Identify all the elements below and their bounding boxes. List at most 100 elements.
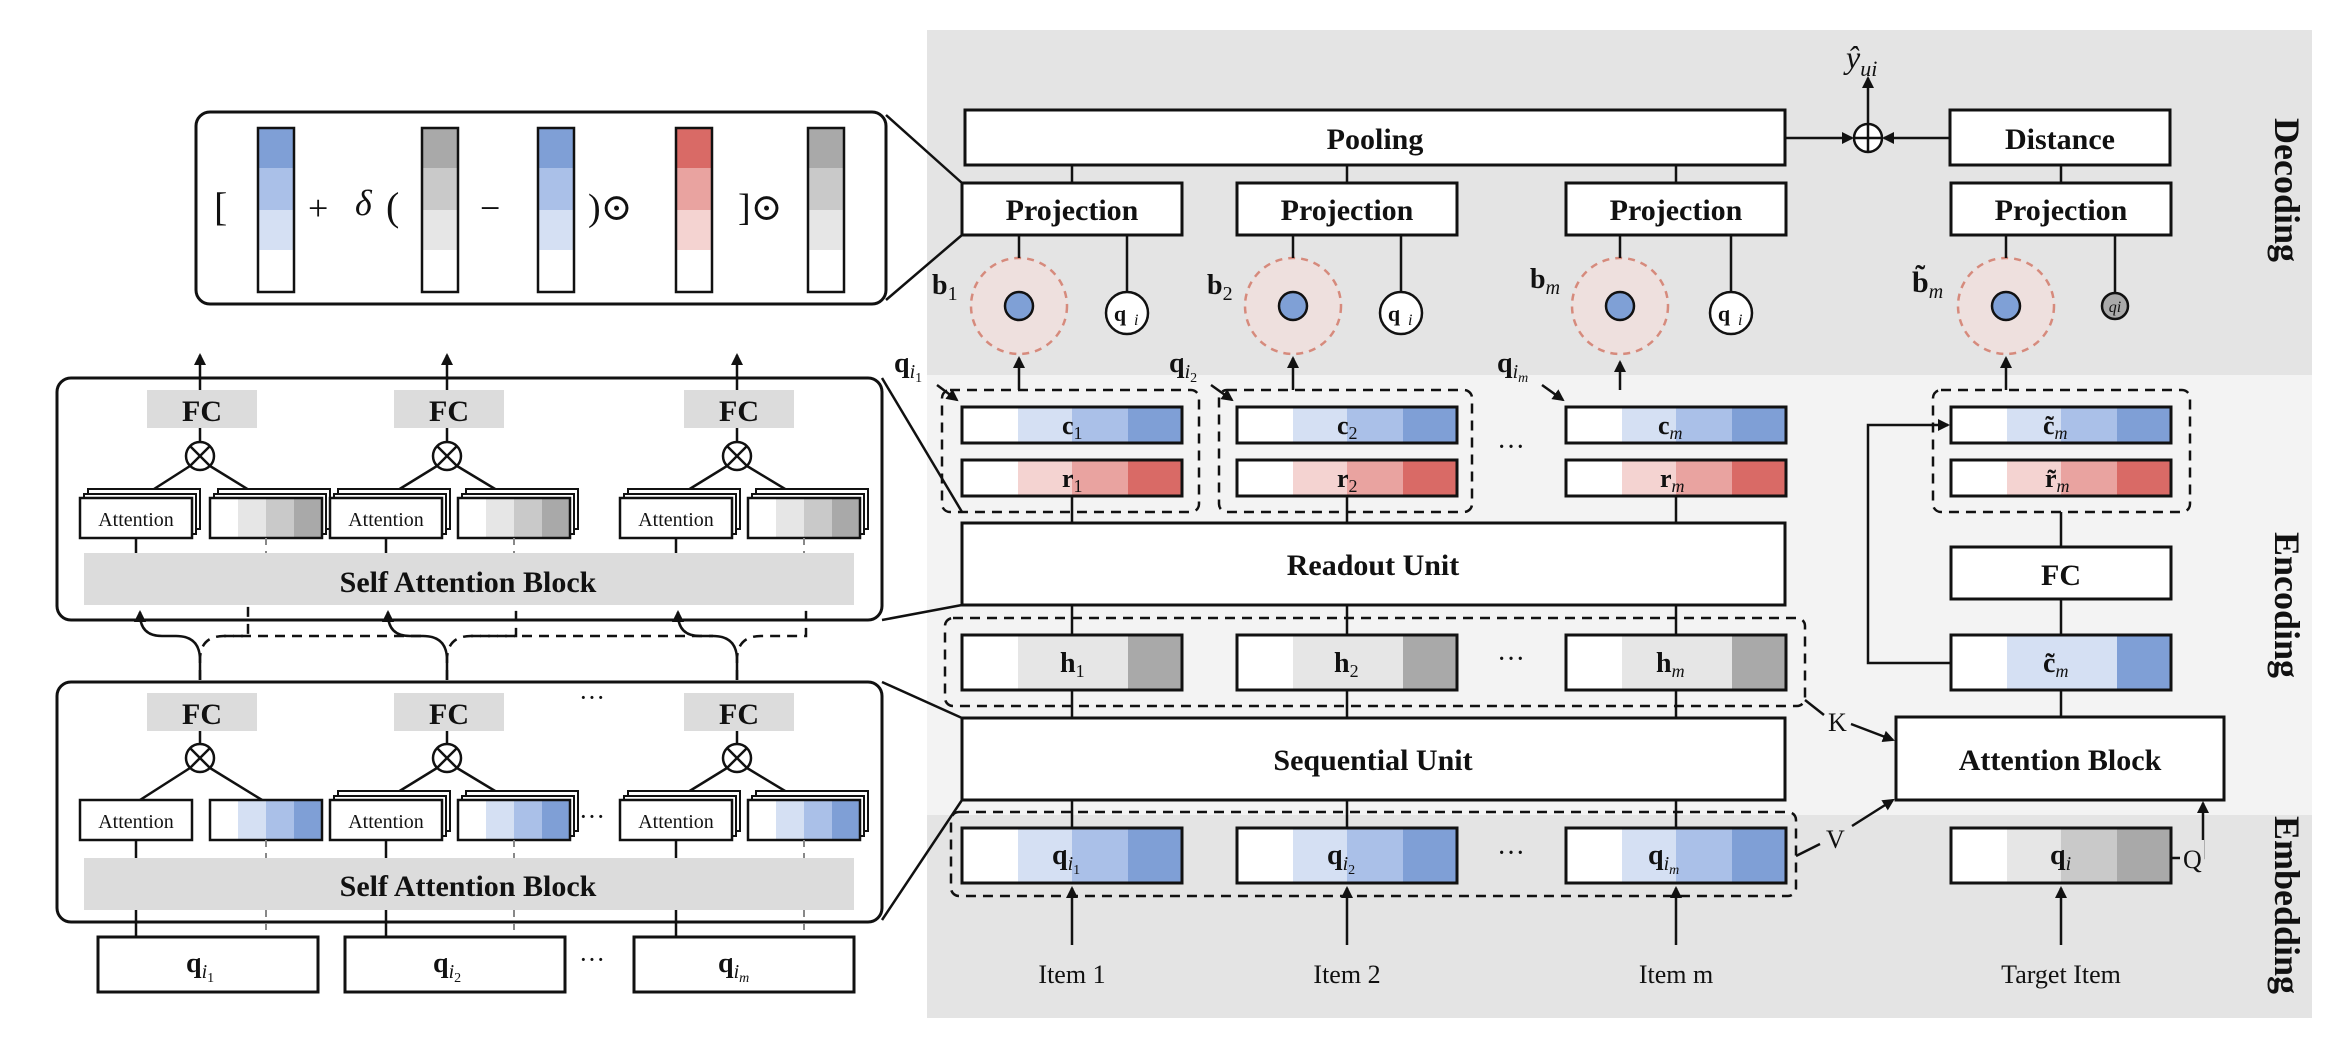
k-label: K xyxy=(1828,708,1847,737)
svg-text:r2: r2 xyxy=(1337,464,1358,496)
self-attention-block-lower xyxy=(84,858,854,910)
projection-1: Projection xyxy=(960,181,1184,237)
svg-text:FC: FC xyxy=(719,698,759,731)
qi-node-m: q i xyxy=(1708,235,1754,336)
qi2-arrow-label: qi2 xyxy=(1169,348,1197,386)
c-vector-m: cm xyxy=(1564,405,1788,445)
c-vector-target: c̃m xyxy=(1949,405,2173,445)
svg-text:r1: r1 xyxy=(1062,464,1083,496)
b2-node xyxy=(1243,256,1343,356)
svg-text:r̃m: r̃m xyxy=(2045,464,2070,496)
formula-close-paren-odot: )⊙ xyxy=(588,187,633,229)
svg-text:Attention: Attention xyxy=(638,811,714,833)
projection-target: Projection xyxy=(1949,181,2173,237)
svg-text:i: i xyxy=(1408,312,1412,329)
upper-column-m: FC Attention xyxy=(618,353,869,553)
svg-text:Projection: Projection xyxy=(1610,194,1743,227)
svg-text:h1: h1 xyxy=(1060,648,1085,681)
upper-column-2: FC Attention xyxy=(328,353,579,553)
svg-text:i: i xyxy=(1134,312,1138,329)
svg-text:qim: qim xyxy=(718,948,749,986)
cr-group-2 xyxy=(1217,388,1474,514)
svg-text:qi: qi xyxy=(2050,840,2071,875)
item-1-label: Item 1 xyxy=(1038,960,1105,989)
cr-group-1 xyxy=(940,388,1201,514)
cm-tilde-attention-vector: c̃m xyxy=(1949,633,2173,692)
fc-target-label: FC xyxy=(2041,559,2081,592)
lower-ellipsis-top: ··· xyxy=(579,683,605,712)
bm-label: bm xyxy=(1530,264,1560,299)
svg-text:FC: FC xyxy=(429,698,469,731)
svg-text:cm: cm xyxy=(1658,411,1683,443)
left-q-input-m: qim xyxy=(632,935,856,994)
section-label-decoding: Decoding xyxy=(2267,118,2307,262)
cr-group-target xyxy=(1931,388,2192,514)
bm-tilde-node xyxy=(1956,256,2056,356)
svg-text:hm: hm xyxy=(1656,648,1685,681)
svg-text:q: q xyxy=(1718,301,1731,326)
self-attention-block-upper xyxy=(84,553,854,605)
section-label-encoding: Encoding xyxy=(2267,532,2307,678)
formula-delta: δ xyxy=(355,183,373,223)
h-vector-m: hm xyxy=(1564,633,1788,692)
self-attention-label-lower: Self Attention Block xyxy=(340,870,597,903)
qi-node-2: q i xyxy=(1378,235,1424,336)
q-embedding-2: qi2 xyxy=(1235,826,1459,885)
svg-text:Attention: Attention xyxy=(348,509,424,531)
formula-open-paren: ( xyxy=(386,184,399,229)
svg-text:c1: c1 xyxy=(1062,411,1083,443)
svg-text:c̃m: c̃m xyxy=(2043,648,2068,681)
attention-block-label: Attention Block xyxy=(1959,744,2162,777)
lower-ellipsis-mid: ··· xyxy=(579,802,605,831)
formula-plus: + xyxy=(308,188,328,228)
q-embedding-target: qi xyxy=(1949,826,2173,885)
h-vector-2: h2 xyxy=(1235,633,1459,692)
svg-text:qim: qim xyxy=(1648,840,1679,878)
svg-text:h2: h2 xyxy=(1334,648,1359,681)
svg-text:qi2: qi2 xyxy=(433,948,461,986)
b1-label: b1 xyxy=(932,270,958,305)
cr-ellipsis: ··· xyxy=(1497,432,1525,463)
c-vector-2: c2 xyxy=(1235,405,1459,445)
formula-minus: − xyxy=(480,188,500,228)
svg-text:qi2: qi2 xyxy=(1327,840,1355,878)
readout-unit-label: Readout Unit xyxy=(1287,549,1460,582)
svg-text:FC: FC xyxy=(182,698,222,731)
sequential-unit-box xyxy=(960,716,1787,802)
left-q-ellipsis: ··· xyxy=(579,945,605,974)
qi-node-target: qi xyxy=(2100,235,2130,321)
svg-text:Attention: Attention xyxy=(638,509,714,531)
qi-node-1: q i xyxy=(1104,235,1150,336)
formula-red-vector xyxy=(674,126,714,294)
r-vector-target: r̃m xyxy=(1949,458,2173,498)
formula-gray-vector-2 xyxy=(806,126,846,294)
bm-tilde-label: b̃m xyxy=(1912,265,1943,303)
section-label-embedding: Embedding xyxy=(2267,816,2307,994)
qi1-arrow-label: qi1 xyxy=(894,348,922,386)
readout-unit-box xyxy=(960,521,1787,607)
q-label: Q xyxy=(2183,845,2202,874)
svg-text:c̃m: c̃m xyxy=(2043,411,2068,443)
q-embedding-1: qi1 xyxy=(960,826,1184,885)
sequential-unit-label: Sequential Unit xyxy=(1273,744,1472,777)
distance-label: Distance xyxy=(2005,123,2115,156)
qim-arrow-label: qim xyxy=(1497,348,1528,386)
left-q-input-2: qi2 xyxy=(343,935,567,994)
embedding-group xyxy=(949,810,1798,898)
b2-label: b2 xyxy=(1207,270,1233,305)
left-q-input-1: qi1 xyxy=(96,935,320,994)
upper-column-1: FC Attention xyxy=(78,353,331,553)
pooling-label: Pooling xyxy=(1327,123,1424,156)
formula-blue-vector-2 xyxy=(536,126,576,294)
svg-text:qi1: qi1 xyxy=(186,948,214,986)
svg-text:Attention: Attention xyxy=(98,811,174,833)
svg-text:FC: FC xyxy=(719,395,759,428)
embedding-ellipsis: ··· xyxy=(1497,838,1525,869)
svg-text:Projection: Projection xyxy=(1006,194,1139,227)
r-vector-2: r2 xyxy=(1235,458,1459,498)
target-item-label: Target Item xyxy=(2001,960,2121,989)
h-vector-1: h1 xyxy=(960,633,1184,692)
svg-text:Projection: Projection xyxy=(1281,194,1414,227)
svg-text:c2: c2 xyxy=(1337,411,1358,443)
